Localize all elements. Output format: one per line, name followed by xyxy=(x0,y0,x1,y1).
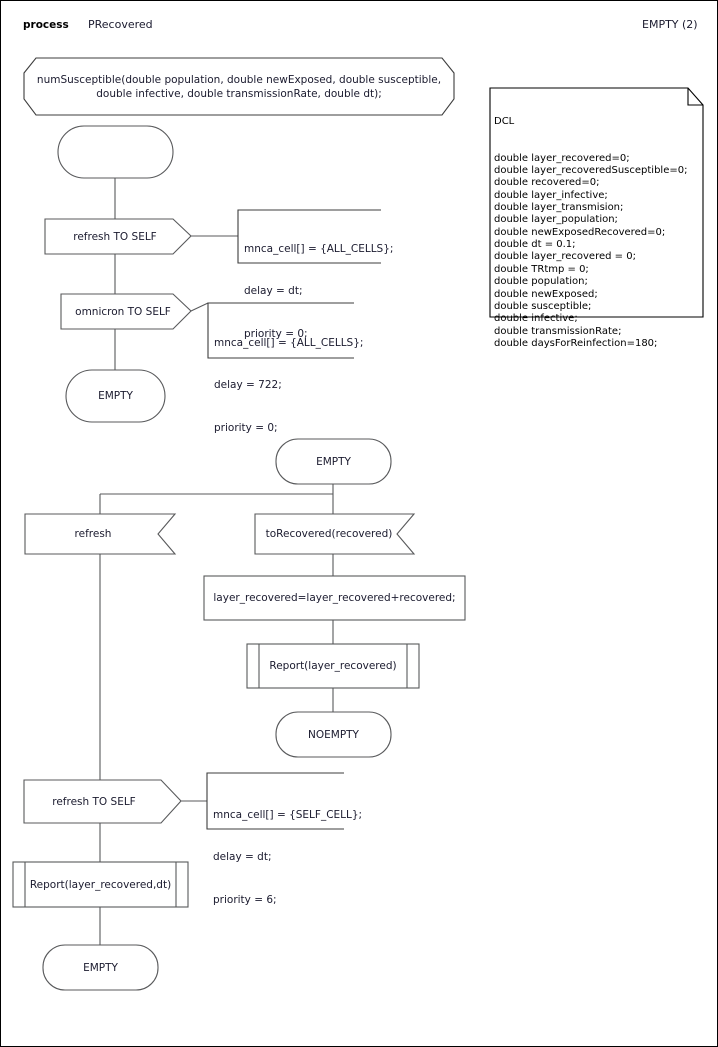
dcl-line: double layer_recovered=0; xyxy=(494,152,630,164)
dcl-line: double layer_transmision; xyxy=(494,202,624,214)
output-refresh-to-self-1-shape xyxy=(44,218,192,255)
process-keyword: process xyxy=(23,19,69,31)
state-empty-1-shape xyxy=(65,369,166,423)
dcl-line: double newExposed; xyxy=(494,288,598,300)
comment-3-line-1: mnca_cell[] = {SELF_CELL}; xyxy=(213,808,363,821)
dcl-line: double susceptible; xyxy=(494,300,592,312)
comment-2-line-3: priority = 0; xyxy=(214,422,278,435)
dcl-line: double layer_infective; xyxy=(494,189,608,201)
task-layer-recovered-shape xyxy=(203,575,466,621)
dcl-line: double layer_population; xyxy=(494,214,618,226)
comment-1-line-1: mnca_cell[] = {ALL_CELLS}; xyxy=(244,242,394,255)
procedure-report-2-shape xyxy=(12,861,189,908)
dcl-note-shape xyxy=(489,87,704,318)
dcl-line: double recovered=0; xyxy=(494,177,600,189)
dcl-note-text: DCL double layer_recovered=0;double laye… xyxy=(494,91,687,375)
comment-3-line-2: delay = dt; xyxy=(213,851,272,864)
comment-omnicron-text: mnca_cell[] = {ALL_CELLS}; delay = 722; … xyxy=(214,307,363,464)
procedure-report-1-shape xyxy=(246,643,420,689)
output-omnicron-to-self-shape xyxy=(60,293,192,330)
comment-2-line-2: delay = 722; xyxy=(214,379,282,392)
dcl-line: double daysForReinfection=180; xyxy=(494,337,658,349)
comment-1-line-2: delay = dt; xyxy=(244,285,303,298)
input-refresh-shape xyxy=(24,513,177,555)
dcl-line: double infective; xyxy=(494,313,578,325)
comment-refresh-1-text: mnca_cell[] = {ALL_CELLS}; delay = dt; p… xyxy=(244,213,393,370)
comment-refresh-2-text: mnca_cell[] = {SELF_CELL}; delay = dt; p… xyxy=(213,779,362,936)
dcl-line: double transmissionRate; xyxy=(494,325,622,337)
dcl-line-list: double layer_recovered=0;double layer_re… xyxy=(494,153,687,351)
state-empty-3-shape xyxy=(42,944,159,991)
comment-1-line-3: priority = 0; xyxy=(244,328,308,341)
dcl-line: double layer_recovered = 0; xyxy=(494,251,636,263)
dcl-line: double dt = 0.1; xyxy=(494,239,576,251)
process-name-label: PRecovered xyxy=(88,18,153,31)
comment-2-line-1: mnca_cell[] = {ALL_CELLS}; xyxy=(214,336,364,349)
dcl-line: double population; xyxy=(494,276,588,288)
state-noempty-shape xyxy=(275,711,392,758)
dcl-line: double newExposedRecovered=0; xyxy=(494,226,666,238)
start-state-shape xyxy=(57,125,174,179)
signal-declaration-shape xyxy=(23,57,455,116)
dcl-title: DCL xyxy=(494,115,515,127)
output-refresh-to-self-2-shape xyxy=(23,779,182,824)
dcl-line: double layer_recoveredSusceptible=0; xyxy=(494,165,688,177)
dcl-line: double TRtmp = 0; xyxy=(494,263,589,275)
page-label: EMPTY (2) xyxy=(642,18,698,31)
comment-3-line-3: priority = 6; xyxy=(213,894,277,907)
input-torecovered-shape xyxy=(254,513,416,555)
